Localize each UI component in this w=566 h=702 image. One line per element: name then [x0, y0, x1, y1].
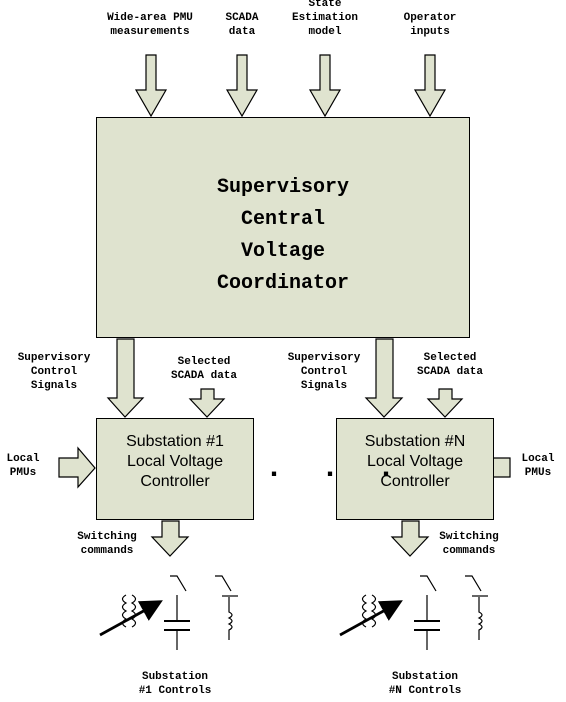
- label-scada-input: SCADA data: [225, 12, 259, 38]
- arrow-state-input: [308, 54, 342, 118]
- arrow-supervisory-right: [364, 338, 404, 418]
- label-controls-left: Substation #1 Controls: [138, 671, 212, 697]
- substation-1-box: Substation #1 Local Voltage Controller: [96, 418, 254, 520]
- substation-1-title: Substation #1 Local Voltage Controller: [126, 433, 224, 490]
- capacitor-icon-left: [164, 575, 190, 650]
- label-switching-left: Switching commands: [77, 531, 137, 557]
- arrow-selected-right: [426, 388, 464, 418]
- control-symbols-right: [339, 575, 488, 650]
- label-switching-right: Switching commands: [439, 531, 499, 557]
- arrow-pmu-input: [134, 54, 168, 118]
- label-selected-right: Selected SCADA data: [416, 352, 483, 378]
- control-symbols-left: [99, 575, 238, 650]
- label-supervisory-right: Supervisory Control Signals: [287, 352, 361, 392]
- central-coordinator-box: Supervisory Central Voltage Coordinator: [96, 117, 470, 338]
- arrow-local-pmu-left: [58, 446, 96, 489]
- reactor-icon-right: [465, 575, 488, 640]
- substation-n-title: Substation #N Local Voltage Controller: [364, 433, 466, 490]
- label-operator-input: Operator inputs: [403, 12, 457, 38]
- arrow-scada-input: [225, 54, 259, 118]
- arrow-switching-left: [150, 520, 190, 557]
- label-state-input: State Estimation model: [291, 0, 358, 38]
- transformer-icon-left: [99, 594, 163, 637]
- substation-n-box: Substation #N Local Voltage Controller: [336, 418, 494, 520]
- label-controls-right: Substation #N Controls: [388, 671, 462, 697]
- arrow-switching-right: [390, 520, 430, 557]
- central-coordinator-title: Supervisory Central Voltage Coordinator: [216, 176, 350, 295]
- arrow-operator-input: [413, 54, 447, 118]
- transformer-icon-right: [339, 594, 403, 637]
- label-local-pmus-right: Local PMUs: [521, 453, 555, 479]
- label-supervisory-left: Supervisory Control Signals: [17, 352, 91, 392]
- capacitor-icon-right: [414, 575, 440, 650]
- arrow-supervisory-left: [106, 338, 145, 418]
- label-local-pmus-left: Local PMUs: [6, 453, 40, 479]
- label-selected-left: Selected SCADA data: [170, 356, 237, 382]
- label-pmu-input: Wide-area PMU measurements: [107, 12, 193, 38]
- ellipsis: . . .: [265, 452, 406, 486]
- reactor-icon-left: [215, 575, 238, 640]
- arrow-selected-left: [188, 388, 226, 418]
